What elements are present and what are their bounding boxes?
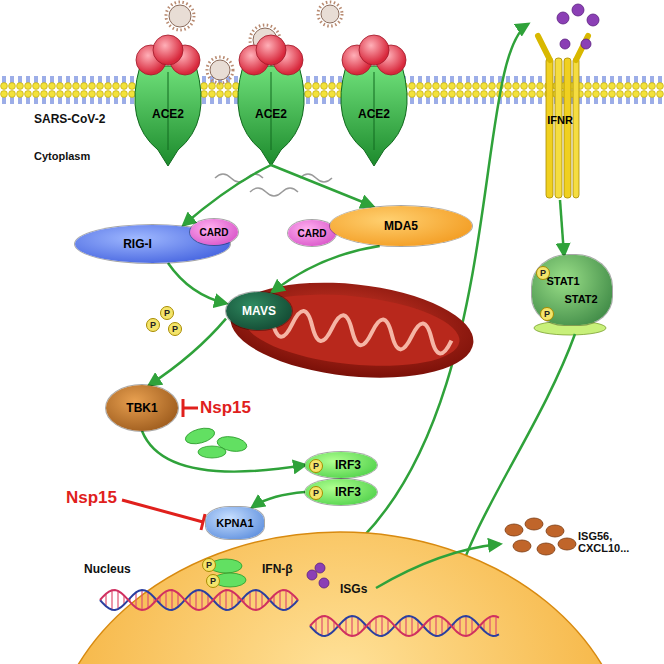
node-label: ACE2 — [358, 107, 390, 121]
protein-node: KPNA1 — [206, 507, 264, 539]
node-label: STAT1 — [546, 275, 579, 287]
node-label: MDA5 — [384, 219, 418, 233]
protein-node: CARD — [190, 219, 238, 245]
text-label: ISG56, CXCL10... — [578, 530, 652, 554]
signal-arrow — [560, 200, 564, 255]
signal-arrow — [168, 263, 226, 303]
inhibitor-label: Nsp15 — [66, 488, 117, 508]
node-label: IFNR — [547, 114, 573, 126]
text-label: ISGs — [340, 582, 367, 596]
phospho-mark: P — [202, 558, 216, 572]
signal-arrow — [252, 492, 305, 507]
protein-node: TBK1 — [106, 385, 178, 431]
text-label: SARS-CoV-2 — [34, 112, 105, 126]
phospho-mark: P — [536, 266, 550, 280]
node-label: RIG-I — [123, 237, 152, 251]
protein-node: MDA5 — [330, 206, 472, 246]
node-label: TBK1 — [126, 401, 157, 415]
text-label: Cytoplasm — [34, 150, 90, 162]
phospho-mark: P — [540, 307, 554, 321]
protein-node: MAVS — [226, 292, 292, 330]
protein-node: ACE2 — [342, 40, 406, 165]
node-label: ACE2 — [255, 107, 287, 121]
phospho-mark: P — [146, 318, 160, 332]
inhibitor-label: Nsp15 — [200, 398, 251, 418]
node-label: STAT2 — [564, 293, 597, 305]
node-label: CARD — [298, 228, 327, 239]
node-label: CARD — [200, 227, 229, 238]
node-label: MAVS — [242, 304, 276, 318]
phospho-mark: P — [160, 306, 174, 320]
text-label: IFN-β — [262, 562, 293, 576]
node-label: KPNA1 — [216, 517, 253, 529]
signal-arrow — [272, 246, 380, 292]
text-label: Nucleus — [84, 562, 131, 576]
signal-arrow — [184, 165, 272, 225]
protein-node: ACE2 — [239, 40, 303, 165]
signal-arrow — [271, 165, 373, 206]
signal-arrow — [149, 319, 226, 385]
phospho-mark: P — [168, 322, 182, 336]
node-label: IRF3 — [335, 458, 361, 472]
protein-node: CARD — [288, 220, 336, 246]
node-label: IRF3 — [335, 485, 361, 499]
phospho-mark: P — [309, 486, 323, 500]
signal-arrow — [142, 431, 305, 472]
phospho-mark: P — [309, 459, 323, 473]
phospho-mark: P — [206, 574, 220, 588]
protein-node: ACE2 — [136, 40, 200, 165]
node-label: ACE2 — [152, 107, 184, 121]
protein-node: IFNR — [538, 40, 582, 200]
